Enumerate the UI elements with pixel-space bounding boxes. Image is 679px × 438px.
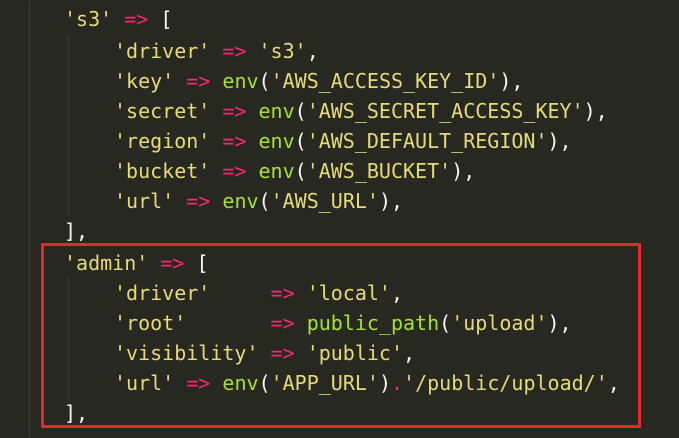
- code-punctuation: [174, 69, 186, 93]
- code-punctuation: [210, 69, 222, 93]
- code-line[interactable]: 'admin' => [: [64, 248, 209, 278]
- code-string: 'APP_URL': [270, 371, 379, 395]
- code-punctuation: ),: [499, 69, 524, 93]
- code-function: public_path: [306, 311, 440, 335]
- code-string: 'AWS_BUCKET': [306, 159, 452, 183]
- code-punctuation: ),: [378, 189, 404, 213]
- code-operator: =>: [222, 129, 247, 153]
- code-function: env: [258, 159, 295, 183]
- code-punctuation: [246, 99, 258, 123]
- code-operator: =>: [186, 371, 211, 395]
- code-function: env: [222, 371, 259, 395]
- code-punctuation: ,: [607, 371, 620, 395]
- code-line[interactable]: 'bucket' => env('AWS_BUCKET'),: [114, 156, 475, 186]
- code-string: 'visibility': [114, 341, 259, 365]
- code-operator: =>: [222, 99, 247, 123]
- code-function: env: [258, 129, 295, 153]
- code-punctuation: [246, 39, 258, 63]
- code-punctuation: [: [184, 251, 209, 275]
- code-punctuation: ),: [451, 159, 476, 183]
- code-line[interactable]: 'region' => env('AWS_DEFAULT_REGION'),: [114, 126, 572, 156]
- code-line[interactable]: 'driver' => 'local',: [114, 278, 403, 308]
- code-punctuation: [210, 189, 222, 213]
- code-line[interactable]: 'driver' => 's3',: [114, 36, 319, 66]
- code-punctuation: ,: [390, 281, 404, 305]
- code-operator: =>: [124, 7, 149, 31]
- code-punctuation: ),: [547, 129, 572, 153]
- code-punctuation: ,: [403, 341, 416, 365]
- code-string: 'key': [114, 69, 175, 93]
- code-string: 'bucket': [114, 159, 211, 183]
- code-punctuation: [210, 39, 222, 63]
- code-line[interactable]: 'key' => env('AWS_ACCESS_KEY_ID'),: [114, 66, 523, 96]
- code-punctuation: [: [148, 7, 173, 31]
- indent-guide: [68, 36, 69, 216]
- code-function: env: [222, 69, 259, 93]
- code-punctuation: [112, 7, 124, 31]
- code-punctuation: ),: [583, 99, 608, 123]
- code-punctuation: ],: [64, 219, 89, 243]
- code-operator: =>: [270, 281, 295, 305]
- code-operator: =>: [270, 311, 295, 335]
- code-line[interactable]: 'visibility' => 'public',: [114, 338, 415, 368]
- code-operator: .: [391, 371, 404, 395]
- code-punctuation: ],: [64, 401, 89, 425]
- code-string: 'root': [114, 311, 187, 335]
- code-line[interactable]: 's3' => [: [64, 4, 172, 34]
- code-punctuation: (: [258, 189, 271, 213]
- code-punctuation: (: [258, 371, 271, 395]
- code-string: 'region': [114, 129, 211, 153]
- indent-guide: [29, 0, 30, 438]
- code-string: 'AWS_ACCESS_KEY_ID': [270, 69, 500, 93]
- code-line[interactable]: ],: [64, 216, 88, 246]
- code-operator: =>: [186, 69, 211, 93]
- code-operator: =>: [160, 251, 185, 275]
- code-string: 'public': [306, 341, 404, 365]
- highlight-box: [41, 243, 641, 428]
- code-line[interactable]: 'root' => public_path('upload'),: [114, 308, 572, 338]
- code-punctuation: [174, 189, 186, 213]
- code-string: 'url': [114, 189, 175, 213]
- code-punctuation: [246, 159, 258, 183]
- code-line[interactable]: 'url' => env('APP_URL').'/public/upload/…: [114, 368, 620, 398]
- code-line[interactable]: 'url' => env('AWS_URL'),: [114, 186, 403, 216]
- code-punctuation: [210, 159, 222, 183]
- code-string: 'local': [306, 281, 391, 305]
- code-punctuation: [210, 99, 222, 123]
- code-string: 's3': [64, 7, 113, 31]
- code-string: '/public/upload/': [403, 371, 608, 395]
- code-string: 'admin': [64, 251, 149, 275]
- code-operator: =>: [222, 159, 247, 183]
- code-punctuation: ),: [547, 311, 572, 335]
- code-operator: =>: [222, 39, 247, 63]
- code-line[interactable]: 'secret' => env('AWS_SECRET_ACCESS_KEY')…: [114, 96, 608, 126]
- code-string: 'secret': [114, 99, 211, 123]
- code-string: 'url': [114, 371, 175, 395]
- code-function: env: [222, 189, 259, 213]
- code-function: env: [258, 99, 295, 123]
- code-punctuation: ,: [306, 39, 319, 63]
- code-punctuation: ): [378, 371, 391, 395]
- code-string: 'AWS_URL': [270, 189, 379, 213]
- code-punctuation: [210, 129, 222, 153]
- code-operator: =>: [186, 189, 211, 213]
- code-punctuation: (: [294, 159, 307, 183]
- code-punctuation: [246, 129, 258, 153]
- code-punctuation: (: [439, 311, 452, 335]
- code-string: 's3': [258, 39, 307, 63]
- code-punctuation: (: [294, 129, 307, 153]
- code-line[interactable]: ],: [64, 398, 88, 428]
- indent-guide: [68, 278, 69, 400]
- code-operator: =>: [270, 341, 295, 365]
- code-string: 'upload': [451, 311, 548, 335]
- code-punctuation: (: [258, 69, 271, 93]
- code-punctuation: (: [294, 99, 307, 123]
- code-string: 'AWS_SECRET_ACCESS_KEY': [306, 99, 584, 123]
- code-string: 'AWS_DEFAULT_REGION': [306, 129, 548, 153]
- code-string: 'driver': [114, 39, 211, 63]
- code-string: 'driver': [114, 281, 211, 305]
